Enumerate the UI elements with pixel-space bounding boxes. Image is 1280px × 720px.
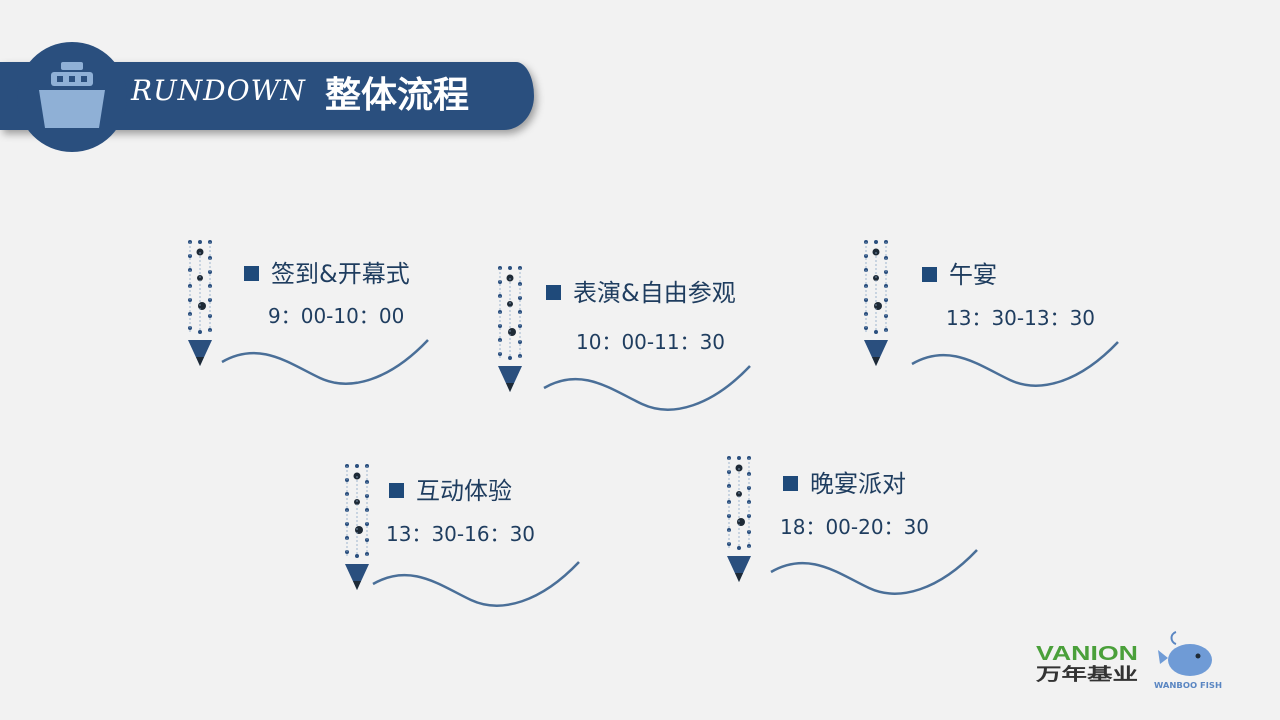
schedule-time: 13：30-16：30 xyxy=(386,522,536,546)
wave-decoration xyxy=(770,549,978,595)
vanion-logo: VANION 万年基业 xyxy=(1035,643,1139,684)
wanboo-fish-text: WANBOO FISH xyxy=(1154,681,1222,690)
schedule-time: 18：00-20：30 xyxy=(780,515,930,539)
schedule-item-dinner: 晚宴派对 18：00-20：30 xyxy=(723,454,983,604)
whale-icon xyxy=(1168,644,1212,676)
schedule-time: 9：00-10：00 xyxy=(268,304,405,328)
schedule-item-checkin: 签到&开幕式 9：00-10：00 xyxy=(184,238,434,388)
header-title-cn: 整体流程 xyxy=(325,75,470,116)
water-spout-icon xyxy=(1170,631,1177,645)
bullet-square-icon xyxy=(389,483,404,498)
wave-decoration xyxy=(372,561,580,607)
ship-icon xyxy=(39,62,105,128)
pencil-icon xyxy=(864,240,888,366)
schedule-time: 13：30-13：30 xyxy=(946,306,1096,330)
pencil-icon xyxy=(498,266,522,392)
vanion-logo-cn: 万年基业 xyxy=(1035,664,1139,684)
header-title-en: RUNDOWN xyxy=(131,74,306,107)
bullet-square-icon xyxy=(783,476,798,491)
schedule-title: 签到&开幕式 xyxy=(244,259,410,289)
bullet-square-icon xyxy=(244,266,259,281)
pencil-icon xyxy=(727,456,751,582)
vanion-logo-en: VANION xyxy=(1036,643,1138,665)
wave-decoration xyxy=(911,341,1119,387)
schedule-item-lunch: 午宴 13：30-13：30 xyxy=(860,238,1122,388)
schedule-title: 晚宴派对 xyxy=(783,469,906,499)
schedule-item-performance: 表演&自由参观 10：00-11：30 xyxy=(494,264,754,414)
wanboo-fish-logo: WANBOO FISH xyxy=(1154,631,1222,690)
schedule-time: 10：00-11：30 xyxy=(576,330,726,354)
bullet-square-icon xyxy=(922,267,937,282)
pencil-icon xyxy=(345,464,369,590)
wave-decoration xyxy=(543,365,751,411)
pencil-icon xyxy=(188,240,212,366)
schedule-title: 表演&自由参观 xyxy=(546,278,736,308)
schedule-item-interactive: 互动体验 13：30-16：30 xyxy=(341,462,583,612)
schedule-title: 午宴 xyxy=(922,260,997,290)
schedule-title: 互动体验 xyxy=(389,476,512,506)
bullet-square-icon xyxy=(546,285,561,300)
header-badge xyxy=(17,42,127,152)
wave-decoration xyxy=(221,339,429,385)
